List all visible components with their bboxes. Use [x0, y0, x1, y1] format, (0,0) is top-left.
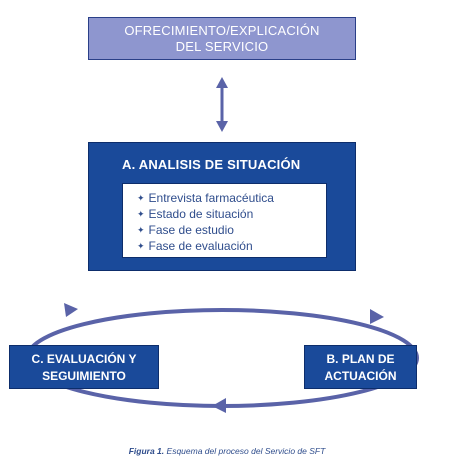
- bullet-icon: ✦: [137, 209, 145, 219]
- cycle-arrow-bottom-icon: [212, 398, 226, 413]
- figure-caption-text: Esquema del proceso del Servicio de SFT: [166, 446, 326, 456]
- figure-caption: Figura 1. Esquema del proceso del Servic…: [0, 446, 454, 456]
- analysis-item: ✦Fase de estudio: [137, 223, 234, 237]
- evaluation-line2: SEGUIMIENTO: [42, 369, 126, 383]
- cycle-arrow-top-right-icon: [370, 309, 384, 324]
- evaluation-line1: C. EVALUACIÓN Y: [31, 352, 137, 366]
- analysis-title: A. ANALISIS DE SITUACIÓN: [122, 157, 301, 172]
- cycle-arrow-top-left-icon: [64, 303, 78, 317]
- action-plan-line2: ACTUACIÓN: [324, 369, 397, 383]
- analysis-items-panel: ✦Entrevista farmacéutica ✦Estado de situ…: [122, 183, 327, 258]
- analysis-item: ✦Fase de evaluación: [137, 239, 253, 253]
- bullet-icon: ✦: [137, 225, 145, 235]
- arrow-head-up-icon: [216, 77, 228, 88]
- analysis-item: ✦Estado de situación: [137, 207, 254, 221]
- analysis-box: A. ANALISIS DE SITUACIÓN ✦Entrevista far…: [88, 142, 356, 271]
- action-plan-line1: B. PLAN DE: [326, 352, 395, 366]
- service-offer-line2: DEL SERVICIO: [175, 39, 269, 54]
- bullet-icon: ✦: [137, 193, 145, 203]
- service-offer-box: OFRECIMIENTO/EXPLICACIÓN DEL SERVICIO: [88, 17, 356, 60]
- action-plan-box: B. PLAN DE ACTUACIÓN: [304, 345, 417, 389]
- figure-label: Figura 1.: [128, 446, 165, 456]
- analysis-item: ✦Entrevista farmacéutica: [137, 191, 274, 205]
- bullet-icon: ✦: [137, 241, 145, 251]
- evaluation-followup-box: C. EVALUACIÓN Y SEGUIMIENTO: [9, 345, 159, 389]
- arrow-head-down-icon: [216, 121, 228, 132]
- service-offer-line1: OFRECIMIENTO/EXPLICACIÓN: [124, 23, 320, 38]
